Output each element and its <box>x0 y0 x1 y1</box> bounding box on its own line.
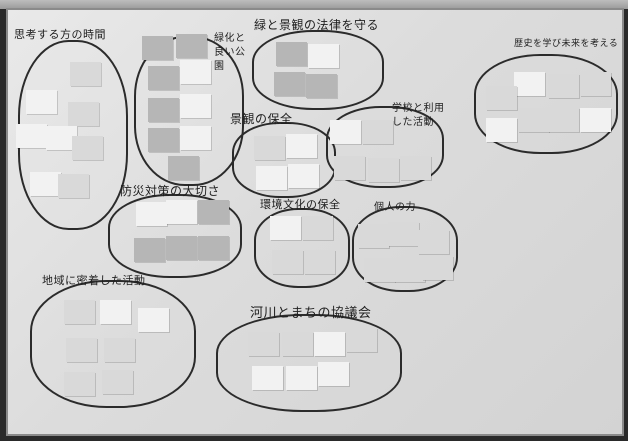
whiteboard: 思考する方の時間 緑化と良い公園 緑と景観の法律を守る 歴史を学び未来を考える … <box>6 8 624 436</box>
sticky-note <box>68 102 99 126</box>
sticky-note <box>198 200 229 224</box>
sticky-note <box>198 236 229 260</box>
sticky-note <box>148 128 179 152</box>
sticky-note <box>104 338 135 362</box>
sticky-note <box>270 216 301 240</box>
sticky-note <box>176 34 207 58</box>
group-label-3: 緑と景観の法律を守る <box>254 16 379 33</box>
sticky-note <box>400 156 431 180</box>
sticky-note <box>148 98 179 122</box>
group-label-10: 地域に密着した活動 <box>42 272 146 288</box>
sticky-note <box>252 366 283 390</box>
sticky-note <box>394 258 425 282</box>
sticky-note <box>256 166 287 190</box>
group-label-4: 歴史を学び未来を考える <box>514 36 618 49</box>
sticky-note <box>368 158 399 182</box>
sticky-note <box>254 136 285 160</box>
sticky-note <box>580 108 611 132</box>
sticky-note <box>64 300 95 324</box>
sticky-note <box>548 108 579 132</box>
sticky-note <box>308 44 339 68</box>
sticky-note <box>304 250 335 274</box>
sticky-note <box>282 332 313 356</box>
group-label-7: 防災対策の大切さ <box>120 182 220 199</box>
sticky-note <box>364 258 395 282</box>
sticky-note <box>276 42 307 66</box>
sticky-note <box>486 118 517 142</box>
sticky-note <box>180 126 211 150</box>
sticky-note <box>362 120 393 144</box>
group-label-9: 個人の力 <box>374 198 416 213</box>
sticky-note <box>580 72 611 96</box>
sticky-note <box>286 366 317 390</box>
sticky-note <box>30 172 61 196</box>
sticky-note <box>136 202 167 226</box>
sticky-note <box>358 224 389 248</box>
sticky-note <box>70 62 101 86</box>
group-label-2: 緑化と良い公園 <box>214 32 254 74</box>
group-label-11: 河川とまちの協議会 <box>250 302 372 321</box>
sticky-note <box>486 86 517 110</box>
sticky-note <box>166 236 197 260</box>
sticky-note <box>166 200 197 224</box>
sticky-note <box>286 134 317 158</box>
sticky-note <box>148 66 179 90</box>
group-label-5: 景観の保全 <box>230 110 293 127</box>
sticky-note <box>142 36 173 60</box>
sticky-note <box>64 372 95 396</box>
group-cluster-3 <box>252 30 384 110</box>
sticky-note <box>388 222 419 246</box>
sticky-note <box>514 72 545 96</box>
sticky-note <box>26 90 57 114</box>
sticky-note <box>66 338 97 362</box>
sticky-note <box>314 332 345 356</box>
sticky-note <box>72 136 103 160</box>
sticky-note <box>134 238 165 262</box>
sticky-note <box>518 108 549 132</box>
sticky-note <box>330 120 361 144</box>
sticky-note <box>346 328 377 352</box>
sticky-note <box>248 332 279 356</box>
sticky-note <box>138 308 169 332</box>
sticky-note <box>100 300 131 324</box>
sticky-note <box>288 164 319 188</box>
sticky-note <box>180 94 211 118</box>
sticky-note <box>548 74 579 98</box>
sticky-note <box>168 156 199 180</box>
group-label-1: 思考する方の時間 <box>14 26 106 42</box>
sticky-note <box>16 124 47 148</box>
group-label-8: 環境文化の保全 <box>260 196 341 212</box>
sticky-note <box>318 362 349 386</box>
sticky-note <box>274 72 305 96</box>
sticky-note <box>102 370 133 394</box>
sticky-note <box>334 156 365 180</box>
sticky-note <box>302 216 333 240</box>
sticky-note <box>58 174 89 198</box>
sticky-note <box>418 230 449 254</box>
sticky-note <box>272 250 303 274</box>
sticky-note <box>422 256 453 280</box>
sticky-note <box>306 74 337 98</box>
group-label-6: 学校と利用した活動 <box>392 102 448 130</box>
sticky-note <box>180 60 211 84</box>
